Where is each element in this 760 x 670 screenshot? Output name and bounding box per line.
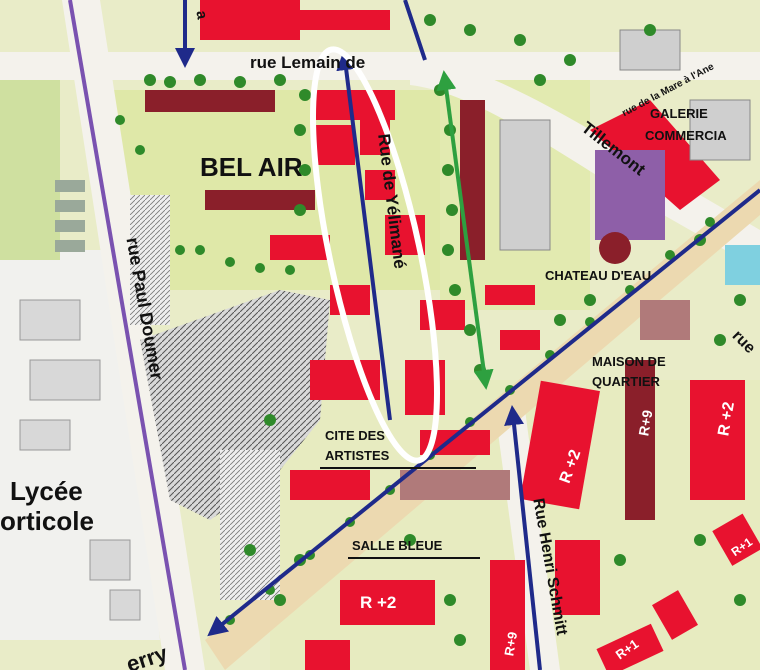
label-cite-1: CITE DES [325,428,385,443]
highlight-ellipse [310,46,440,464]
label-maison-1: MAISON DE [592,354,666,369]
label-lycee-2: orticole [0,506,94,536]
label-salle: SALLE BLEUE [352,538,443,553]
arrow-top-right [403,0,427,61]
west-sheds [55,180,85,252]
label-cite-2: ARTISTES [325,448,390,463]
label-rue-lemain: rue Lemain de [250,53,365,72]
label-chateau: CHATEAU D'EAU [545,268,651,283]
hatched-building-yard [220,450,280,600]
label-height-r2-c: R +2 [360,593,396,612]
label-galerie-1: GALERIE [650,106,708,121]
label-bel-air: BEL AIR [200,152,303,182]
hatched-building-large [140,290,330,520]
west-green-strip [0,60,60,260]
label-galerie-2: COMMERCIA [645,128,727,143]
arrow-yelimane [336,50,392,421]
label-height-r2-b: R +2 [715,401,738,438]
label-maison-2: QUARTIER [592,374,661,389]
arrow-diagonal [207,188,760,637]
label-top-left: a [192,9,210,21]
pool [725,245,760,285]
boundary-line-purple [68,0,187,670]
arrow-green-corridor [436,70,494,390]
label-lycee-1: Lycée [10,476,83,506]
chateau-deau-tower [599,232,631,264]
lycee-buildings [19,299,141,621]
arrow-henri-schmitt [504,405,542,670]
label-height-r9-a: R+9 [635,408,655,437]
label-height-r9-b: R+9 [501,631,520,657]
road-tillemont [410,55,760,270]
hatched-building-narrow [130,195,170,325]
